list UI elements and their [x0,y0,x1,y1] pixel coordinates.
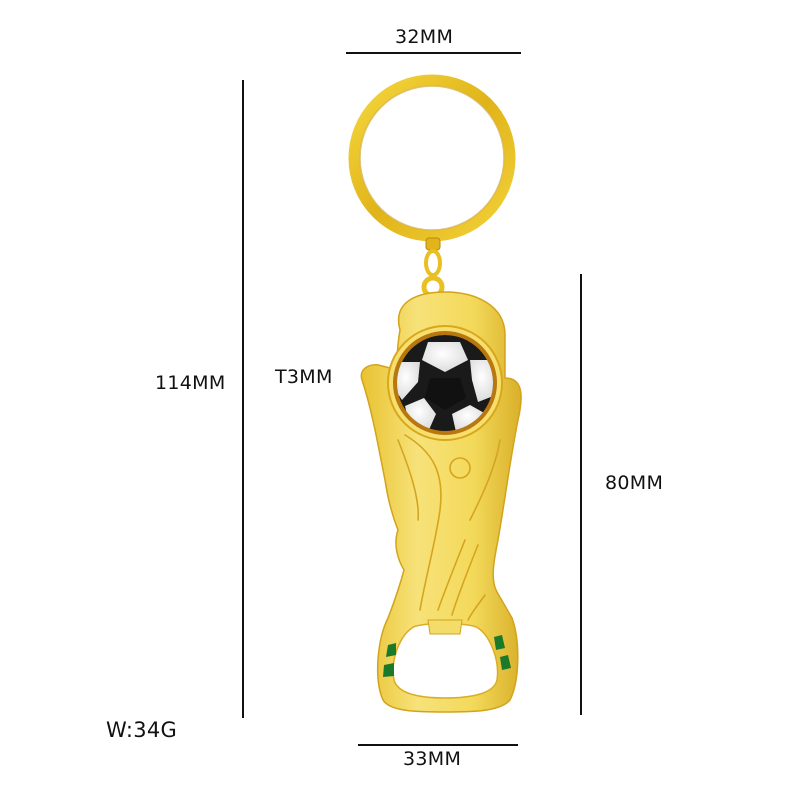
weight-label: W:34G [106,718,178,742]
total-height-label: 114MM [155,372,226,394]
top-width-label: 32MM [395,26,454,48]
top-width-line [346,52,521,54]
bottom-width-line [358,744,518,746]
body-height-label: 80MM [605,472,664,494]
green-accents [383,635,511,677]
total-height-line [242,80,244,718]
thickness-label: T3MM [275,366,333,388]
body-height-line [580,274,582,715]
connector-links [421,237,445,299]
bottom-width-label: 33MM [403,748,462,770]
soccer-ball-icon [397,335,493,431]
key-ring [348,74,516,242]
